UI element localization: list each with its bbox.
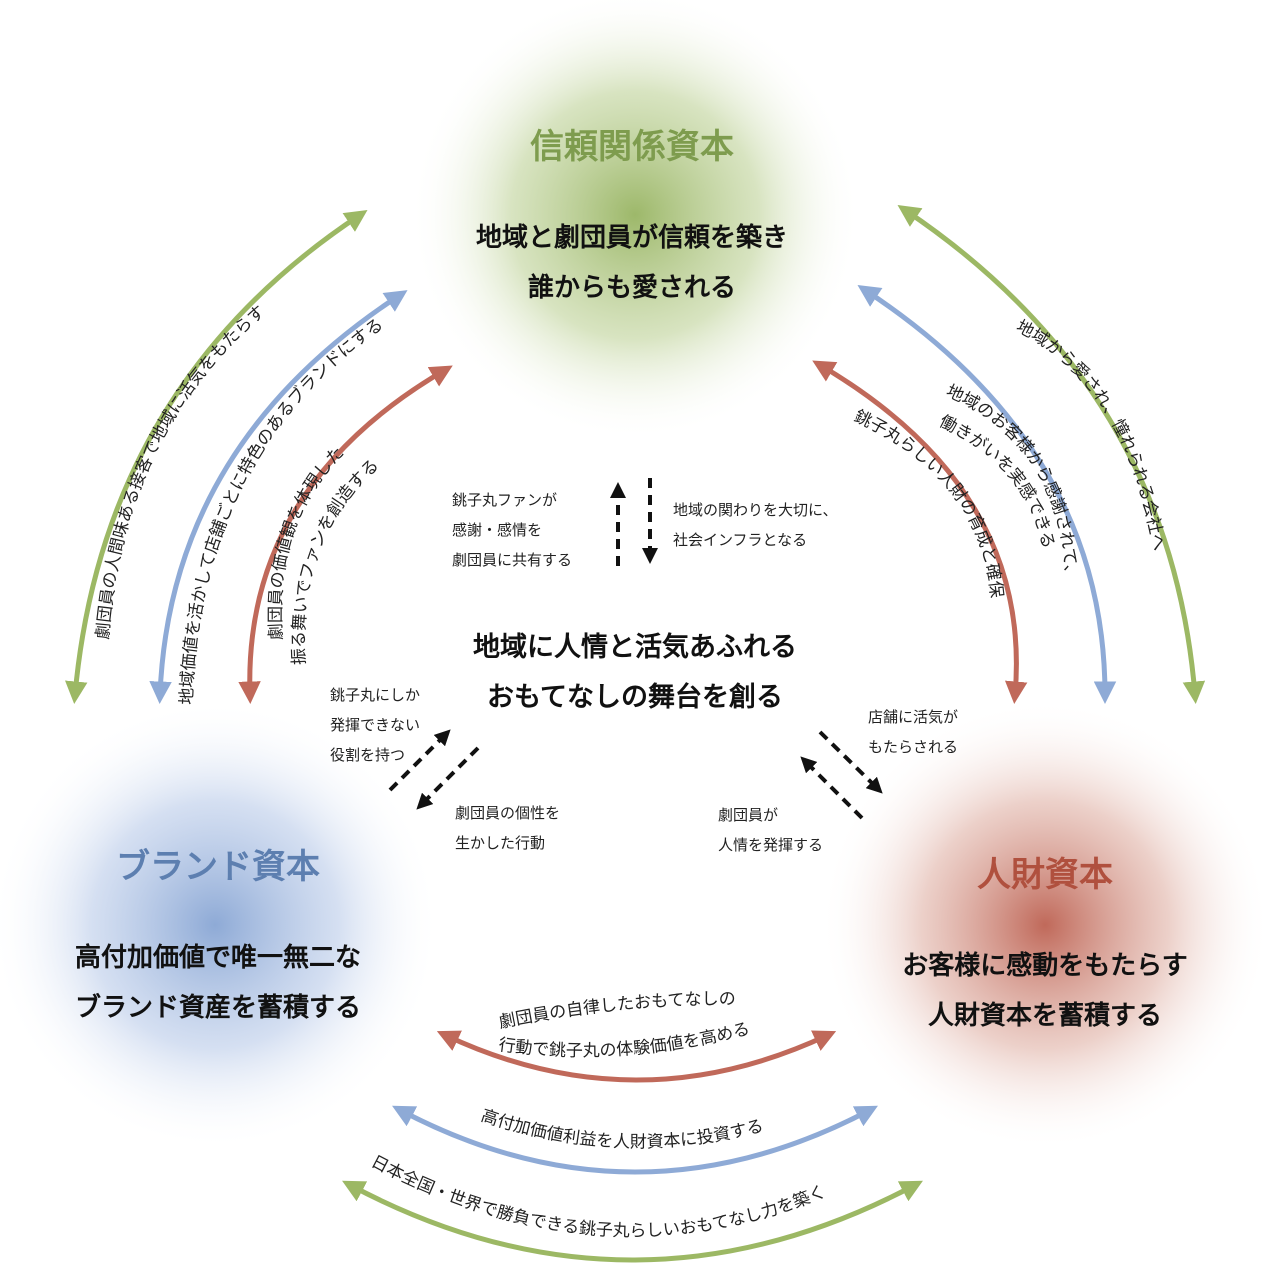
brand-capital-line1: 高付加価値で唯一無二な — [75, 942, 361, 973]
trust-capital-title: 信頼関係資本 — [530, 127, 734, 167]
center-line2: おもてなしの舞台を創る — [487, 681, 783, 713]
brand-capital-title: ブランド資本 — [116, 847, 320, 887]
left-red-arrow — [238, 365, 453, 704]
bottom-blue-arrow — [392, 1105, 878, 1175]
right-red-arrow — [812, 360, 1028, 704]
humanity-label-2: 人情を発揮する — [718, 836, 823, 854]
bottom-red-label-1: 劇団員の自律したおもてなしの — [497, 989, 736, 1033]
vitality-label-1: 店舗に活気が — [868, 708, 958, 726]
people-capital-line2: 人財資本を蓄積する — [928, 1001, 1162, 1031]
role-label-2: 発揮できない — [330, 716, 420, 734]
trust-capital-glow — [410, 0, 860, 440]
vitality-label-2: もたらされる — [868, 738, 958, 756]
left-green-arrow — [65, 210, 368, 704]
bottom-blue-label: 高付加価値利益を人財資本に投資する — [478, 1106, 765, 1153]
brand-capital-line2: ブランド資産を蓄積する — [75, 992, 361, 1023]
people-capital-glow — [820, 700, 1270, 1150]
right-green-arrow — [897, 204, 1206, 704]
brand-capital-glow — [0, 700, 440, 1150]
individual-label-1: 劇団員の個性を — [455, 804, 560, 822]
right-blue-arrow — [857, 285, 1117, 704]
people-capital-line1: お客様に感動をもたらす — [902, 950, 1187, 981]
role-label-1: 銚子丸にしか — [330, 686, 420, 704]
trust-capital-line2: 誰からも愛される — [528, 272, 736, 303]
fan-label-1: 銚子丸ファンが — [452, 491, 557, 509]
humanity-label-1: 劇団員が — [718, 806, 778, 824]
people-capital-title: 人財資本 — [977, 855, 1113, 895]
left-blue-arrow — [149, 290, 408, 704]
left-upward-dashed-arrow — [388, 729, 451, 792]
bottom-red-arrow — [436, 1030, 837, 1083]
right-downward-dashed-arrow — [818, 730, 883, 794]
infra-label-2: 社会インフラとなる — [673, 531, 807, 549]
right-upward-dashed-arrow — [800, 756, 864, 820]
fan-label-3: 劇団員に共有する — [452, 551, 572, 569]
bottom-green-label: 日本全国・世界で勝負できる銚子丸らしいおもてなし力を築く — [368, 1152, 829, 1242]
left-red-label-2: 振る舞いでファンを創造する — [289, 455, 383, 665]
fan-label-2: 感謝・感情を — [452, 521, 542, 539]
infra-label-1: 地域の関わりを大切に、 — [673, 501, 838, 519]
left-downward-dashed-arrow — [416, 746, 480, 810]
role-label-3: 役割を持つ — [330, 746, 405, 764]
individual-label-2: 生かした行動 — [455, 834, 545, 852]
center-line1: 地域に人情と活気あふれる — [473, 631, 797, 663]
trust-capital-line1: 地域と劇団員が信頼を築き — [476, 222, 788, 253]
bottom-green-arrow — [342, 1180, 923, 1263]
